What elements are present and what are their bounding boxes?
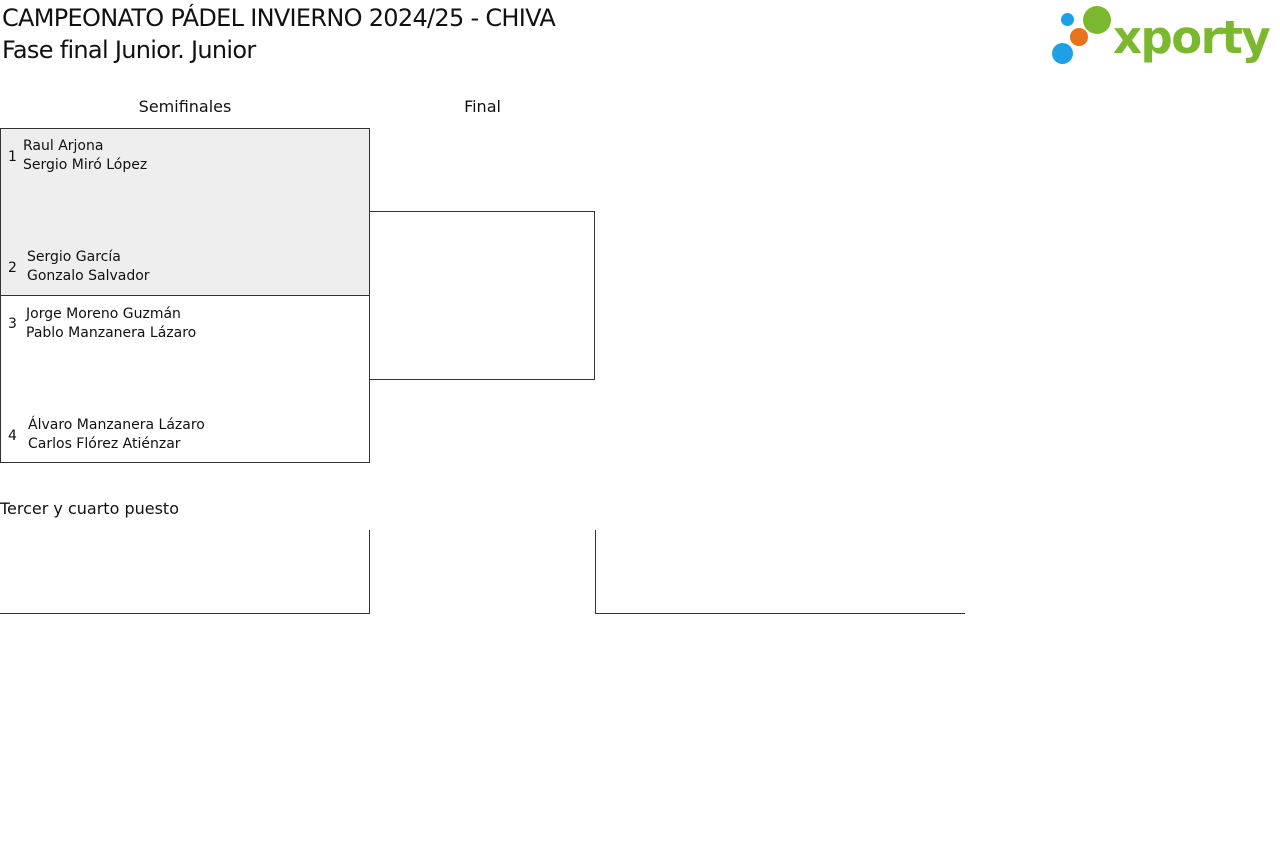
seed-number: 3 (8, 316, 17, 332)
semifinal-match-2: 3 Jorge Moreno Guzmán Pablo Manzanera Lá… (0, 295, 370, 463)
team-player-name: Jorge Moreno Guzmán (26, 306, 181, 322)
logo-dot-icon (1061, 13, 1074, 26)
team-player-name: Carlos Flórez Atiénzar (28, 436, 181, 452)
team-player-name: Sergio Miró López (23, 157, 148, 173)
third-place-slot-right (595, 530, 965, 614)
seed-number: 1 (8, 149, 17, 165)
team-player-name: Gonzalo Salvador (27, 268, 150, 284)
semifinals-heading: Semifinales (138, 97, 232, 116)
third-place-slot-left (0, 530, 370, 614)
page-subtitle: Fase final Junior. Junior (2, 36, 256, 64)
semifinal-match-1: 1 Raul Arjona Sergio Miró López 2 Sergio… (0, 128, 370, 296)
seed-number: 2 (8, 260, 17, 276)
xporty-logo: xporty (1052, 4, 1276, 68)
third-place-heading: Tercer y cuarto puesto (0, 499, 179, 518)
seed-number: 4 (8, 428, 17, 444)
final-bracket-connector (369, 211, 595, 380)
logo-dot-icon (1052, 43, 1073, 64)
final-heading: Final (464, 97, 501, 116)
team-player-name: Pablo Manzanera Lázaro (26, 325, 197, 341)
team-player-name: Raul Arjona (23, 138, 104, 154)
logo-wordmark: xporty (1113, 11, 1271, 64)
logo-dot-icon (1083, 6, 1111, 34)
team-player-name: Sergio García (27, 249, 121, 265)
team-player-name: Álvaro Manzanera Lázaro (28, 417, 205, 433)
page-title: CAMPEONATO PÁDEL INVIERNO 2024/25 - CHIV… (2, 4, 556, 32)
logo-dot-icon (1070, 28, 1088, 46)
